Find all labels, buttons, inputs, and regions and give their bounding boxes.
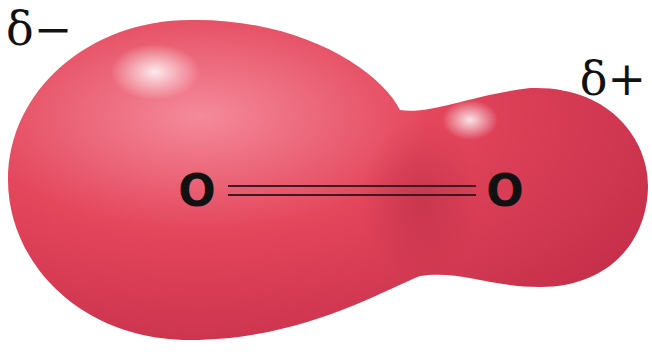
bond-line [228, 194, 476, 196]
bond-line [228, 185, 476, 187]
cloud-highlight [442, 100, 498, 140]
partial-charge-label: δ− [6, 6, 72, 52]
partial-charge-label: δ+ [580, 56, 646, 102]
cloud-shade [360, 120, 480, 280]
atom-symbol: O [178, 169, 215, 213]
atom-symbol: O [486, 169, 523, 213]
cloud-highlight [110, 44, 200, 100]
cloud-outline [8, 20, 648, 340]
